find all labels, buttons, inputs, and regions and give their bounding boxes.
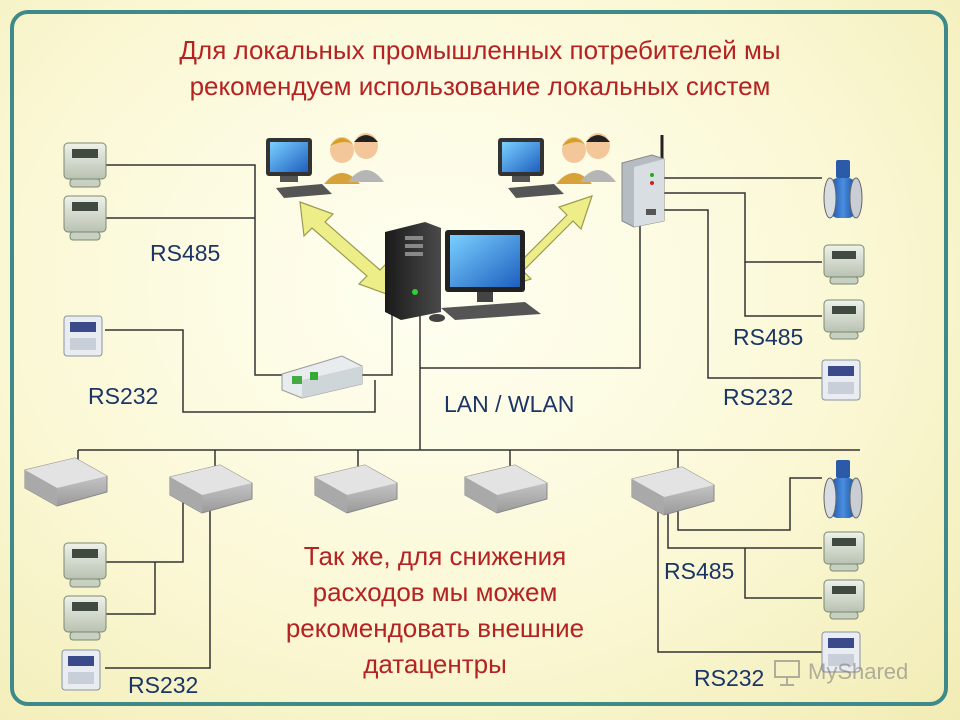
rs485-right-label: RS485 <box>733 324 804 350</box>
rs232-right-label: RS232 <box>723 384 794 410</box>
rs485-left-label: RS485 <box>150 240 221 266</box>
note-line-3: рекомендовать внешние <box>285 613 585 643</box>
modem-box-icon <box>631 466 715 516</box>
rs485-bottom-right-label: RS485 <box>664 558 735 584</box>
electric-meter-icon <box>63 195 107 241</box>
workstation-left-icon <box>266 133 384 198</box>
rs485-converter-icon <box>281 355 363 399</box>
lan-wlan-label: LAN / WLAN <box>444 391 575 417</box>
digital-meter-icon <box>821 359 861 401</box>
flowmeter-icon <box>823 160 863 219</box>
rs232-left-label: RS232 <box>88 383 159 409</box>
arrow-left-workstation <box>299 201 393 297</box>
note-line-1: Так же, для снижения <box>303 541 567 571</box>
slide-frame <box>10 10 948 706</box>
electric-meter-icon <box>63 142 107 188</box>
rs232-bottom-left-label: RS232 <box>128 672 199 698</box>
title-line-1: Для локальных промышленных потребителей … <box>179 35 781 65</box>
rs232-bottom-right-label: RS232 <box>694 665 765 691</box>
electric-meter-icon <box>63 542 107 588</box>
electric-meter-icon <box>63 595 107 641</box>
modem-box-icon <box>169 464 253 514</box>
wireless-gateway-icon <box>621 135 665 228</box>
note-line-4: датацентры <box>363 649 507 679</box>
slide-title: Для локальных промышленных потребителей … <box>60 32 900 104</box>
title-line-2: рекомендуем использование локальных сист… <box>189 71 771 101</box>
modem-box-icon <box>464 464 548 514</box>
digital-meter-icon <box>63 315 103 357</box>
watermark: MyShared <box>772 657 908 687</box>
presentation-board-icon <box>774 660 800 686</box>
modem-box-icon <box>24 457 108 507</box>
connection-lines <box>77 164 860 669</box>
note-line-2: расходов мы можем <box>312 577 558 607</box>
digital-meter-icon <box>821 631 861 673</box>
digital-meter-icon <box>61 649 101 691</box>
electric-meter-icon <box>823 299 865 340</box>
watermark-text: MyShared <box>808 659 909 684</box>
electric-meter-icon <box>823 579 865 620</box>
server-computer-icon <box>385 222 541 322</box>
workstation-right-icon <box>498 133 616 198</box>
electric-meter-icon <box>823 244 865 285</box>
modem-box-icon <box>314 464 398 514</box>
flowmeter-icon <box>823 460 863 519</box>
electric-meter-icon <box>823 531 865 572</box>
datacenter-note: Так же, для снижения расходов мы можем р… <box>240 538 630 682</box>
